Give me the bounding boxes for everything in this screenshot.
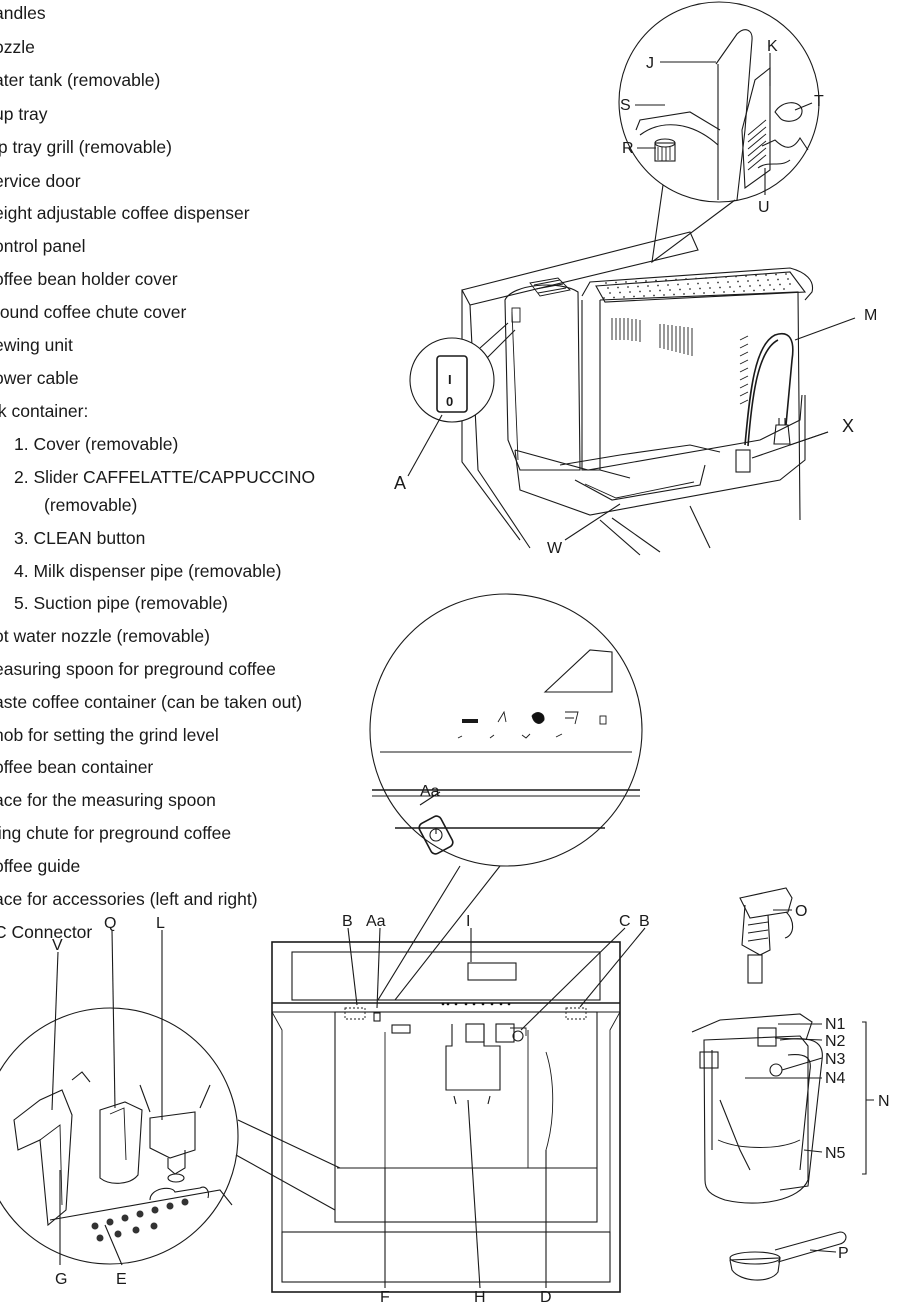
label-V: V [52,937,63,954]
hot-water-nozzle-O [739,887,794,984]
control-panel-icons [457,710,607,739]
detail-circle-bottom-left [0,1007,341,1265]
legend-item: ling chute for preground coffee [0,823,232,843]
label-N4: N4 [825,1070,846,1087]
label-H: H [474,1289,486,1306]
label-I: I [466,913,470,930]
parts-legend: andles ozzle ater tank (removable) up tr… [0,0,420,942]
legend-item: easuring spoon for preground coffee [0,659,276,679]
legend-item: ot water nozzle (removable) [0,626,210,646]
legend-subitem: 4. Milk dispenser pipe (removable) [14,561,282,581]
part-labels: J K S T R U M X A W Aa B Aa I C B O Q L … [52,38,890,1306]
legend-subitem: 2. Slider CAFFELATTE/CAPPUCCINO [14,467,316,487]
legend-subitem-continued: (removable) [44,495,138,515]
legend-item: ace for the measuring spoon [0,790,216,810]
switch-on-symbol: I [448,372,452,387]
legend-item: up tray [0,104,48,124]
control-panel-detail [369,593,643,1001]
label-N1: N1 [825,1016,846,1033]
legend-item: C Connector [0,922,93,942]
legend-item: ip tray grill (removable) [0,137,172,157]
label-E: E [116,1271,127,1288]
legend-item: lk container: [0,401,89,421]
legend-subitem: 3. CLEAN button [14,528,146,548]
legend-item: ervice door [0,171,81,191]
legend-item: ozzle [0,37,35,57]
label-Aa-front: Aa [366,913,386,930]
perforated-tray-dots [603,273,791,299]
legend-item: offee guide [0,856,81,876]
label-M: M [864,307,877,324]
label-Q: Q [104,915,116,932]
legend-subitem: 5. Suction pipe (removable) [14,593,228,613]
label-G: G [55,1271,67,1288]
label-K: K [767,38,778,55]
machine-front-view [271,941,621,1293]
label-L: L [156,915,165,932]
machine-perspective-view [461,231,814,556]
label-N5: N5 [825,1145,846,1162]
label-U: U [758,199,770,216]
label-C: C [619,913,631,930]
legend-item: offee bean container [0,757,154,777]
legend-item: nob for setting the grind level [0,725,219,745]
measuring-spoon-P [729,1231,847,1281]
label-O: O [795,903,807,920]
legend-item: eight adjustable coffee dispenser [0,203,250,223]
label-X: X [842,416,854,436]
label-B-left: B [342,913,353,930]
label-Aa: Aa [420,783,440,800]
label-N3: N3 [825,1051,846,1068]
label-F: F [380,1289,390,1306]
legend-item: ower cable [0,368,79,388]
leader-lines [51,53,856,1289]
milk-container-N [691,1013,823,1204]
legend-item: round coffee chute cover [0,302,187,322]
label-T: T [814,93,824,110]
legend-item: ater tank (removable) [0,70,161,90]
label-N2: N2 [825,1033,846,1050]
legend-item: ontrol panel [0,236,86,256]
detail-circle-top [618,1,820,264]
label-P: P [838,1245,849,1262]
label-A: A [394,473,406,493]
legend-item: offee bean holder cover [0,269,178,289]
legend-item: ewing unit [0,335,73,355]
label-B-right: B [639,913,650,930]
switch-off-symbol: 0 [446,394,453,409]
label-J: J [646,55,654,72]
label-S: S [620,97,631,114]
power-switch-detail: I 0 [409,322,516,423]
legend-item: andles [0,3,46,23]
label-W: W [547,540,563,557]
label-R: R [622,140,634,157]
legend-subitem: 1. Cover (removable) [14,434,179,454]
label-N: N [878,1093,890,1110]
label-D: D [540,1289,552,1306]
legend-item: aste coffee container (can be taken out) [0,692,303,712]
legend-item: ace for accessories (left and right) [0,889,258,909]
